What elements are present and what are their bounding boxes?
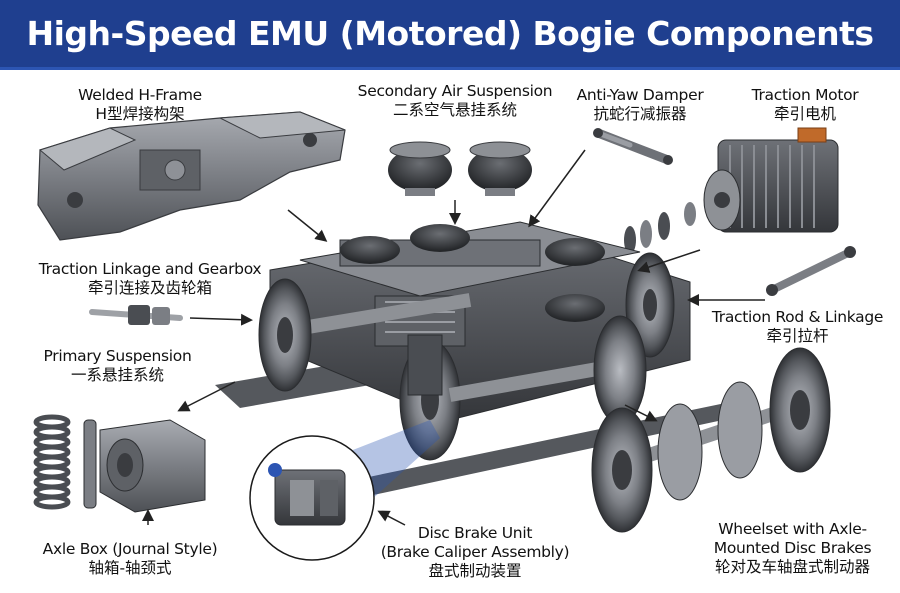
label-air-suspension-zh: 二系空气悬挂系统: [392, 101, 517, 119]
h-frame-part: [37, 111, 346, 241]
label-traction-motor: Traction Motor 牵引电机: [735, 86, 875, 124]
traction-rod-part: [766, 246, 856, 296]
label-disc-brake-en2: (Brake Caliper Assembly): [380, 543, 570, 561]
label-axle-box: Axle Box (Journal Style) 轴箱-轴颈式: [25, 540, 235, 578]
label-traction-linkage-en: Traction Linkage and Gearbox: [38, 260, 262, 278]
callout-arrows: [142, 149, 765, 526]
label-axle-box-en: Axle Box (Journal Style): [42, 540, 218, 558]
label-traction-motor-en: Traction Motor: [751, 86, 859, 104]
label-anti-yaw-en: Anti-Yaw Damper: [576, 86, 704, 104]
bogie-assembly: [215, 221, 760, 500]
label-wheelset-en: Wheelset with Axle-: [718, 520, 867, 538]
label-primary-suspension-zh: 一系悬挂系统: [70, 366, 164, 384]
bogie-illustration: [33, 111, 856, 561]
label-traction-rod-zh: 牵引拉杆: [766, 327, 829, 345]
primary-suspension-part: [33, 414, 97, 510]
label-h-frame-zh: H型焊接构架: [95, 105, 185, 123]
label-traction-linkage-zh: 牵引连接及齿轮箱: [87, 279, 212, 297]
label-primary-suspension-en: Primary Suspension: [43, 347, 192, 365]
label-wheelset: Wheelset with Axle- Mounted Disc Brakes …: [690, 520, 895, 577]
label-anti-yaw: Anti-Yaw Damper 抗蛇行减振器: [565, 86, 715, 124]
label-primary-suspension: Primary Suspension 一系悬挂系统: [25, 347, 210, 385]
coupling-discs-part: [624, 202, 696, 254]
axle-box-part: [99, 419, 206, 513]
label-disc-brake: Disc Brake Unit (Brake Caliper Assembly)…: [365, 524, 585, 581]
label-air-suspension-en: Secondary Air Suspension: [357, 82, 553, 100]
label-wheelset-zh: 轮对及车轴盘式制动器: [714, 558, 870, 576]
anti-yaw-damper-part: [593, 128, 673, 165]
label-anti-yaw-zh: 抗蛇行减振器: [593, 105, 687, 123]
label-axle-box-zh: 轴箱-轴颈式: [88, 559, 172, 577]
label-traction-rod-en: Traction Rod & Linkage: [711, 308, 884, 326]
traction-linkage-part: [89, 305, 183, 325]
disc-brake-callout: [249, 420, 440, 561]
traction-motor-part: [703, 127, 839, 233]
label-traction-motor-zh: 牵引电机: [773, 105, 836, 123]
label-h-frame: Welded H-Frame H型焊接构架: [40, 86, 240, 124]
label-traction-linkage: Traction Linkage and Gearbox 牵引连接及齿轮箱: [20, 260, 280, 298]
wheelset-part: [591, 347, 831, 533]
label-h-frame-en: Welded H-Frame: [78, 86, 202, 104]
label-wheelset-en2: Mounted Disc Brakes: [713, 539, 872, 557]
label-traction-rod: Traction Rod & Linkage 牵引拉杆: [700, 308, 895, 346]
label-disc-brake-zh: 盘式制动装置: [428, 562, 522, 580]
page-title: High-Speed EMU (Motored) Bogie Component…: [26, 14, 874, 53]
title-banner: [0, 0, 900, 70]
label-air-suspension: Secondary Air Suspension 二系空气悬挂系统: [345, 82, 565, 120]
label-disc-brake-en: Disc Brake Unit: [417, 524, 533, 542]
air-suspension-part: [388, 141, 532, 196]
